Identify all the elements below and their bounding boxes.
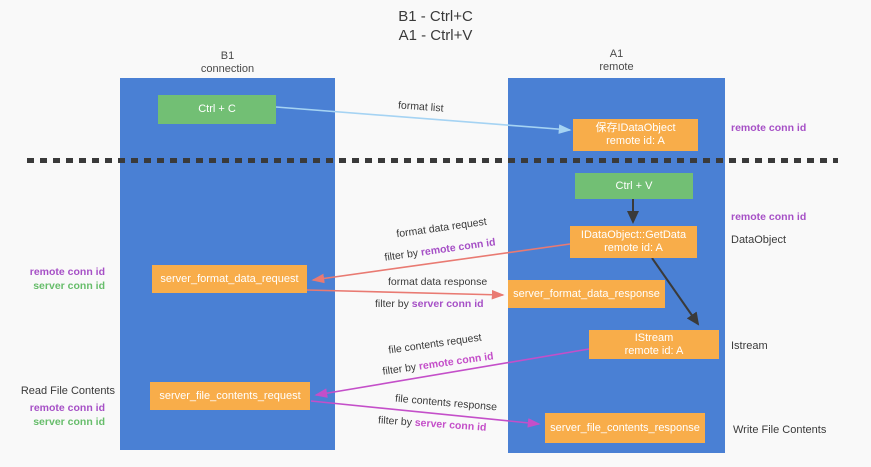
istream-line2: remote id: A xyxy=(624,344,684,357)
node-istream: IStream remote id: A xyxy=(589,330,719,359)
arrow-format-data-request xyxy=(311,243,571,284)
side-label-dataobject: DataObject xyxy=(731,234,787,246)
side-label-istream: Istream xyxy=(731,340,768,352)
filter-by-text-2: filter by xyxy=(375,298,409,310)
title-line-2: A1 - Ctrl+V xyxy=(398,27,473,44)
column-a1-subtitle: remote xyxy=(599,61,634,73)
column-header-a1: A1 remote xyxy=(508,48,725,74)
filter-by-text-4: filter by xyxy=(377,414,413,429)
arrow-format-list xyxy=(275,106,572,134)
label-format-data-response: format data response xyxy=(388,276,488,288)
arrow-file-contents-request xyxy=(314,348,590,398)
column-a1-name: A1 xyxy=(609,48,624,60)
server-file-contents-request-label: server_file_contents_request xyxy=(159,389,301,402)
ctrl-c-label: Ctrl + C xyxy=(198,103,236,115)
side-label-left-remote-conn-id-2: remote conn id xyxy=(29,402,105,414)
node-server-format-data-response: server_format_data_response xyxy=(508,280,665,308)
column-header-b1: B1 connection xyxy=(120,50,335,76)
side-label-left-server-conn-id-2: server conn id xyxy=(33,416,105,428)
side-label-read-file-contents: Read File Contents xyxy=(20,385,115,397)
node-server-file-contents-request: server_file_contents_request xyxy=(150,382,310,410)
save-idataobject-line2: remote id: A xyxy=(606,135,665,147)
title-line-1: B1 - Ctrl+C xyxy=(398,8,473,25)
node-server-format-data-request: server_format_data_request xyxy=(152,265,307,293)
save-idataobject-line1: 保存IDataObject xyxy=(595,122,676,134)
istream-line1: IStream xyxy=(634,331,674,344)
node-idataobject-getdata: IDataObject::GetData remote id: A xyxy=(570,226,697,258)
node-save-idataobject: 保存IDataObject remote id: A xyxy=(573,119,698,151)
ctrl-v-label: Ctrl + V xyxy=(615,179,653,192)
getdata-line2: remote id: A xyxy=(604,242,663,254)
node-ctrl-v: Ctrl + V xyxy=(575,173,693,199)
label-filter-server-conn-1: filter by server conn id xyxy=(375,298,484,310)
column-b1-subtitle: connection xyxy=(200,63,255,75)
diagram-title: B1 - Ctrl+C A1 - Ctrl+V xyxy=(0,7,871,45)
getdata-line1: IDataObject::GetData xyxy=(580,229,687,241)
arrow-getdata-to-istream xyxy=(651,257,700,326)
node-ctrl-c: Ctrl + C xyxy=(158,95,276,124)
server-file-contents-response-label: server_file_contents_response xyxy=(550,421,700,434)
server-format-data-request-label: server_format_data_request xyxy=(160,272,299,285)
side-label-left-server-conn-id-1: server conn id xyxy=(33,280,105,292)
side-label-remote-conn-id-mid: remote conn id xyxy=(731,211,807,223)
side-label-remote-conn-id-top: remote conn id xyxy=(731,122,807,134)
side-label-left-remote-conn-id-1: remote conn id xyxy=(29,266,105,278)
arrow-format-data-response xyxy=(306,289,505,300)
server-format-data-response-label: server_format_data_response xyxy=(513,287,660,300)
arrow-file-contents-response xyxy=(310,400,541,428)
side-label-write-file-contents: Write File Contents xyxy=(733,424,827,436)
dashed-separator-line xyxy=(27,158,838,163)
filter-server-conn-id-1: server conn id xyxy=(411,298,484,310)
column-b1-name: B1 xyxy=(220,50,235,62)
node-server-file-contents-response: server_file_contents_response xyxy=(545,413,705,443)
